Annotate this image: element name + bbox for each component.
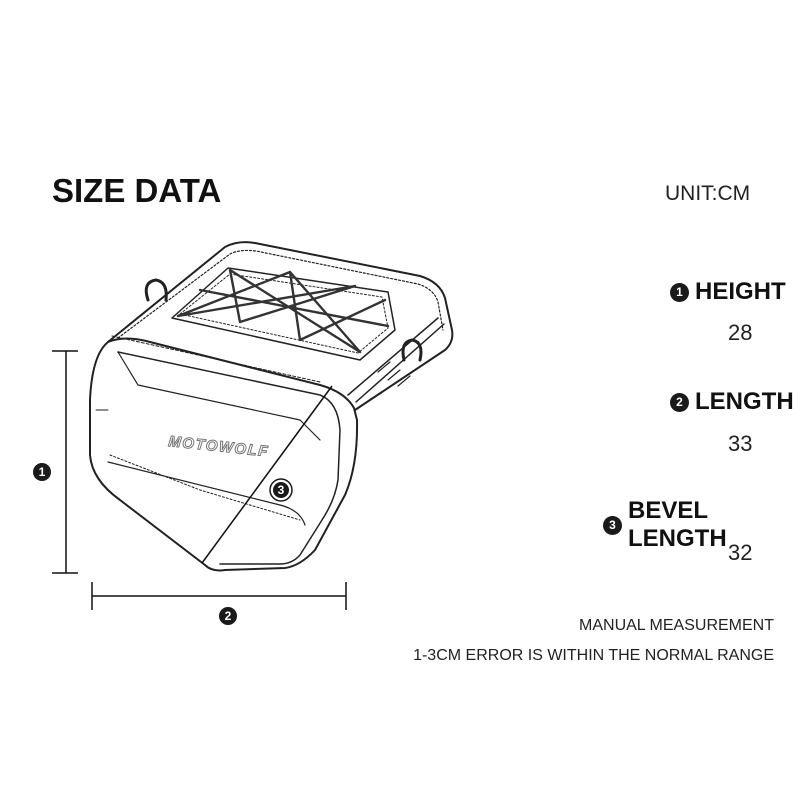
spec-number-badge: 1 <box>670 282 689 302</box>
note-manual-measurement: MANUAL MEASUREMENT <box>579 617 774 634</box>
bevel-marker-badge: 3 <box>269 478 293 502</box>
svg-text:1: 1 <box>39 465 46 479</box>
bag-front-panel <box>117 351 341 565</box>
panel-stitch <box>109 454 301 521</box>
spec-length-text: LENGTH <box>695 388 794 415</box>
page-title: SIZE DATA <box>52 172 222 209</box>
brand-logo: MOTOWOLF <box>168 433 270 460</box>
bag-lid-rim <box>107 241 454 411</box>
side-strap <box>347 317 445 403</box>
bag-body <box>89 337 359 572</box>
spec-height-text: HEIGHT <box>695 278 786 305</box>
spec-length-label: 2 LENGTH <box>670 388 794 416</box>
bag-lid-rim-inner <box>117 249 444 339</box>
spec-height-value: 28 <box>728 320 753 345</box>
bungee-net <box>176 268 387 354</box>
bag-lid-opening <box>171 267 396 361</box>
zipper-line <box>111 335 321 383</box>
lashing-ring-left <box>144 278 168 302</box>
svg-text:2: 2 <box>225 609 232 623</box>
height-marker-badge: 1 <box>33 463 51 481</box>
svg-text:3: 3 <box>278 483 285 497</box>
spec-bevel-label: 3 BEVEL LENGTH <box>603 497 800 553</box>
spec-length-value: 33 <box>728 431 753 456</box>
spec-bevel-text: BEVEL LENGTH <box>628 497 727 552</box>
bevel-dimension-line <box>201 385 333 564</box>
spec-height-label: 1 HEIGHT <box>670 278 786 306</box>
length-marker-badge: 2 <box>219 607 237 625</box>
note-error-range: 1-3CM ERROR IS WITHIN THE NORMAL RANGE <box>413 647 774 664</box>
unit-label: UNIT:CM <box>665 182 751 205</box>
spec-bevel-value: 32 <box>728 540 753 565</box>
spec-number-badge: 2 <box>670 392 689 412</box>
spec-number-badge: 3 <box>603 515 622 535</box>
